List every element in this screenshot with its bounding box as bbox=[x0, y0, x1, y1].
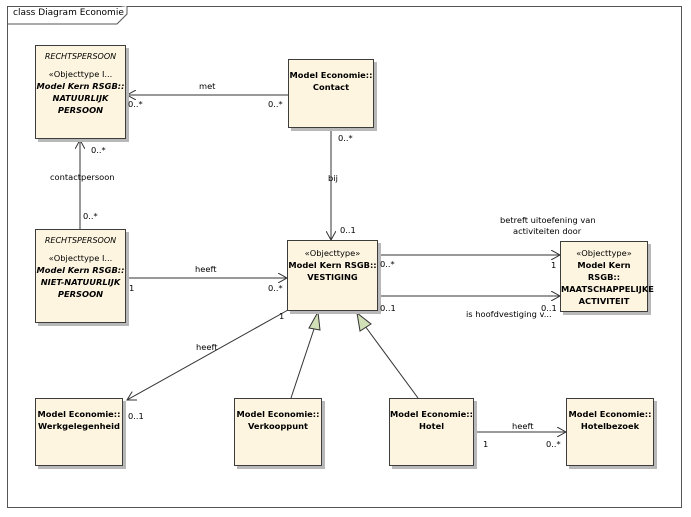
class-name: Contact bbox=[312, 82, 350, 92]
class-name-cont: ACTIVITEIT bbox=[578, 296, 630, 306]
assoc-contactpersoon-name: contactpersoon bbox=[50, 172, 115, 182]
class-package: Model Economie:: bbox=[568, 409, 652, 419]
assoc-betreft-name-line1: betreft uitoefening van bbox=[500, 215, 596, 225]
class-name: VESTIGING bbox=[307, 272, 358, 282]
assoc-bij-target-mult: 0..1 bbox=[340, 225, 356, 235]
class-stereotype: «Objecttype» bbox=[576, 248, 632, 258]
assoc-heeft-vestiging-source-mult: 1 bbox=[129, 283, 135, 293]
generalization-verkooppunt-arrowhead bbox=[308, 310, 321, 331]
generalization-verkooppunt-line[interactable] bbox=[290, 325, 316, 399]
generalization-hotel-arrowhead bbox=[356, 311, 372, 332]
assoc-heeft-hotelbezoek-source-mult: 1 bbox=[483, 439, 489, 449]
class-werkgelegenheid[interactable]: Model Economie:: Werkgelegenheid bbox=[35, 398, 123, 466]
class-package: Model Economie:: bbox=[390, 409, 473, 419]
class-hotelbezoek[interactable]: Model Economie:: Hotelbezoek bbox=[566, 398, 654, 466]
assoc-heeft-werk-name: heeft bbox=[196, 342, 218, 352]
assoc-betreft-source-mult: 0..* bbox=[380, 259, 395, 269]
diagram-title: class Diagram Economie bbox=[13, 8, 124, 18]
assoc-betreft-target-mult: 1 bbox=[551, 260, 557, 270]
assoc-hoofdvestiging-source-mult: 0..1 bbox=[380, 303, 396, 313]
class-verkooppunt[interactable]: Model Economie:: Verkooppunt bbox=[234, 398, 322, 466]
diagram-frame bbox=[7, 6, 682, 508]
class-maatschappelijke-activiteit[interactable]: «Objecttype» Model Kern RSGB:: MAATSCHAP… bbox=[560, 241, 654, 312]
class-package: Model Economie:: bbox=[37, 409, 121, 419]
class-package: Model Economie:: bbox=[236, 409, 320, 419]
assoc-contactpersoon-source-mult: 0..* bbox=[83, 211, 98, 221]
assoc-met-name: met bbox=[199, 81, 216, 91]
class-name: NIET-NATUURLIJK bbox=[40, 277, 121, 287]
frame-tab bbox=[7, 6, 128, 25]
class-stereotype: RECHTSPERSOON bbox=[44, 52, 117, 61]
class-name: Hotel bbox=[418, 421, 445, 431]
assoc-heeft-werk-target-mult: 0..1 bbox=[128, 411, 144, 421]
assoc-bij-name: bij bbox=[328, 173, 338, 183]
class-natuurlijk-persoon[interactable]: RECHTSPERSOON «Objecttype I... Model Ker… bbox=[35, 45, 126, 139]
assoc-heeft-werk-source-mult: 1 bbox=[279, 311, 285, 321]
generalization-hotel-line[interactable] bbox=[364, 325, 419, 399]
class-name: Hotelbezoek bbox=[580, 421, 640, 431]
assoc-heeft-hotelbezoek-target-mult: 0..* bbox=[546, 439, 561, 449]
assoc-betreft-name-line2: activiteiten door bbox=[513, 226, 582, 236]
class-hotel[interactable]: Model Economie:: Hotel bbox=[389, 398, 474, 466]
class-name-cont: PERSOON bbox=[57, 289, 104, 299]
class-name: NATUURLIJK bbox=[52, 93, 109, 103]
class-stereotype: RECHTSPERSOON bbox=[44, 236, 117, 245]
class-objecttype: «Objecttype I... bbox=[48, 253, 113, 263]
class-package: Model Economie:: bbox=[289, 70, 373, 80]
assoc-heeft-vestiging-name: heeft bbox=[195, 264, 217, 274]
class-package: Model Kern RSGB:: bbox=[577, 260, 631, 282]
class-stereotype: «Objecttype» bbox=[304, 248, 361, 258]
class-name: Werkgelegenheid bbox=[38, 421, 120, 431]
class-vestiging[interactable]: «Objecttype» Model Kern RSGB:: VESTIGING bbox=[287, 240, 378, 311]
assoc-heeft-vestiging-target-mult: 0..* bbox=[268, 283, 283, 293]
assoc-contactpersoon-target-mult: 0..* bbox=[91, 145, 106, 155]
assoc-met-source-mult: 0..* bbox=[268, 99, 283, 109]
assoc-heeft-hotelbezoek-name: heeft bbox=[512, 421, 534, 431]
class-niet-natuurlijk-persoon[interactable]: RECHTSPERSOON «Objecttype I... Model Ker… bbox=[35, 229, 126, 323]
assoc-heeft-werk-line[interactable] bbox=[127, 309, 289, 400]
class-objecttype: «Objecttype I... bbox=[48, 69, 113, 79]
class-name: MAATSCHAPPELIJKE bbox=[561, 284, 654, 294]
assoc-hoofdvestiging-target-mult: 0..1 bbox=[541, 303, 557, 313]
assoc-met-target-mult: 0..* bbox=[128, 99, 143, 109]
class-package: Model Kern RSGB:: bbox=[36, 265, 125, 275]
class-name: Verkooppunt bbox=[247, 421, 309, 431]
assoc-hoofdvestiging-name: is hoofdvestiging v... bbox=[466, 309, 552, 319]
class-name-cont: PERSOON bbox=[57, 105, 104, 115]
assoc-bij-source-mult: 0..* bbox=[338, 133, 353, 143]
class-package: Model Kern RSGB:: bbox=[288, 260, 377, 270]
class-package: Model Kern RSGB:: bbox=[36, 81, 125, 91]
class-contact[interactable]: Model Economie:: Contact bbox=[288, 59, 374, 128]
